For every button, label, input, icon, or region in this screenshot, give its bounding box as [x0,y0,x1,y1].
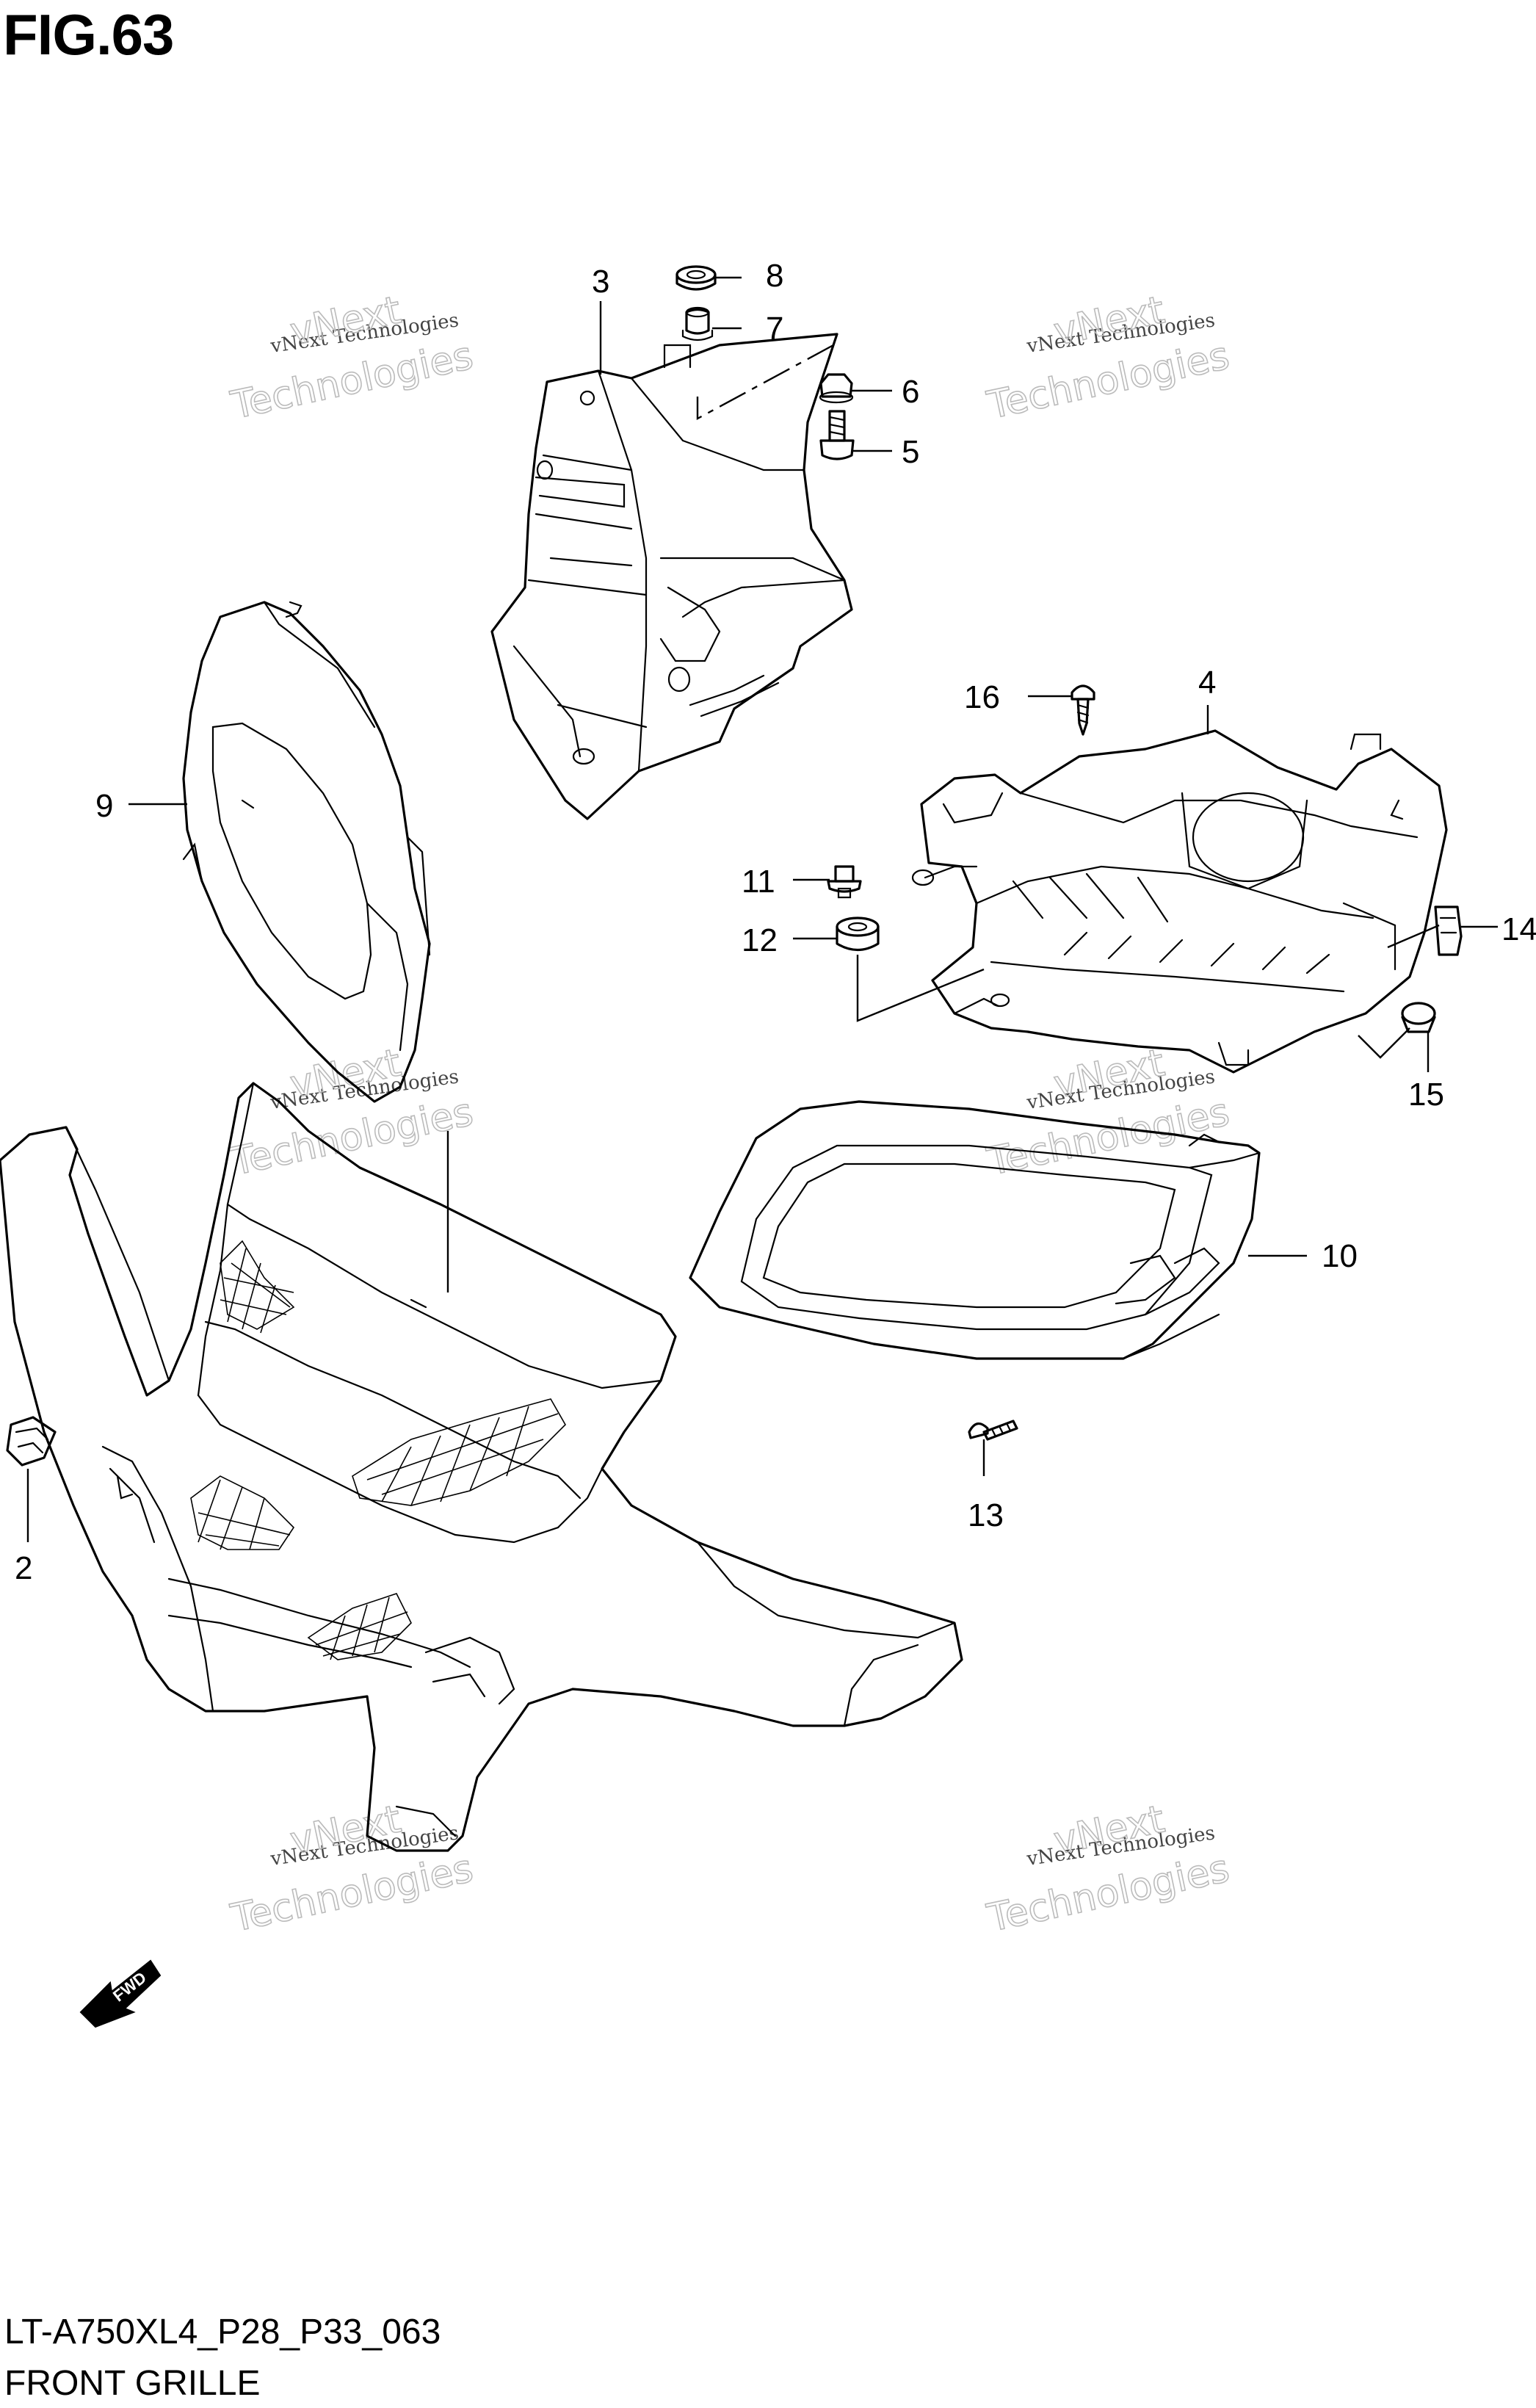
svg-text:Technologies: Technologies [227,1847,477,1941]
callout-12: 12 [742,922,778,958]
model-code: LT-A750XL4_P28_P33_063 [4,2313,441,2351]
part-15-clip [1401,1002,1436,1072]
part-2-emblem [6,1416,57,1542]
part-10-right-bezel [689,1100,1261,1360]
part-7-collar [681,306,742,341]
watermark-top-right: vNext Technologies vNext Technologies [982,288,1233,429]
callout-9: 9 [95,788,113,824]
callout-13: 13 [968,1497,1004,1533]
assembly-line-14 [1387,924,1440,949]
part-1-front-grille [0,1082,963,1852]
figure-name: FRONT GRILLE [4,2364,261,2403]
part-6-nut [819,373,892,404]
part-9-left-bezel [182,601,431,1103]
grille-mesh-middle [352,1398,566,1506]
callout-2: 2 [15,1550,32,1586]
callout-14: 14 [1501,911,1536,947]
callout-15: 15 [1408,1077,1444,1113]
part-14-clip [1434,905,1498,956]
callout-7: 7 [766,311,783,347]
part-13-screw [968,1420,1018,1476]
grille-mesh-upper [220,1240,295,1334]
callout-16: 16 [964,679,1000,715]
watermark-bottom-right: vNext Technologies vNext Technologies [982,1797,1233,1942]
part-5-bolt [819,410,892,460]
assembly-line-15 [1358,1027,1410,1059]
callout-6: 6 [902,374,919,410]
callout-5: 5 [902,434,919,470]
part-12-grommet [793,916,880,952]
grille-mesh-lower-right [307,1593,412,1660]
callout-11: 11 [742,864,775,900]
watermark-bottom-left: vNext Technologies vNext Technologies [226,1797,477,1942]
part-4-lower-housing [911,729,1448,1074]
watermark-mid-right: vNext Technologies vNext Technologies [982,1041,1233,1185]
figure-title: FIG.63 [3,2,174,67]
callout-3: 3 [592,264,609,300]
part-16-screw [1028,684,1095,736]
forward-direction-arrow-icon: FWD [79,1959,162,2028]
svg-text:Technologies: Technologies [227,1091,477,1185]
assembly-line-5-6 [696,344,834,421]
svg-text:Technologies: Technologies [983,1847,1233,1941]
svg-text:Technologies: Technologies [983,334,1233,428]
svg-text:Technologies: Technologies [227,334,477,428]
callout-4: 4 [1198,665,1216,701]
part-8-grommet [675,265,742,291]
assembly-line-12 [856,955,985,1022]
callout-8: 8 [766,258,783,294]
part-11-bolt [793,865,862,899]
grille-mesh-lower-left [190,1475,295,1550]
part-3-headlight-housing [490,333,853,820]
callout-10: 10 [1322,1238,1358,1274]
watermark-top-left: vNext Technologies vNext Technologies [226,288,477,429]
